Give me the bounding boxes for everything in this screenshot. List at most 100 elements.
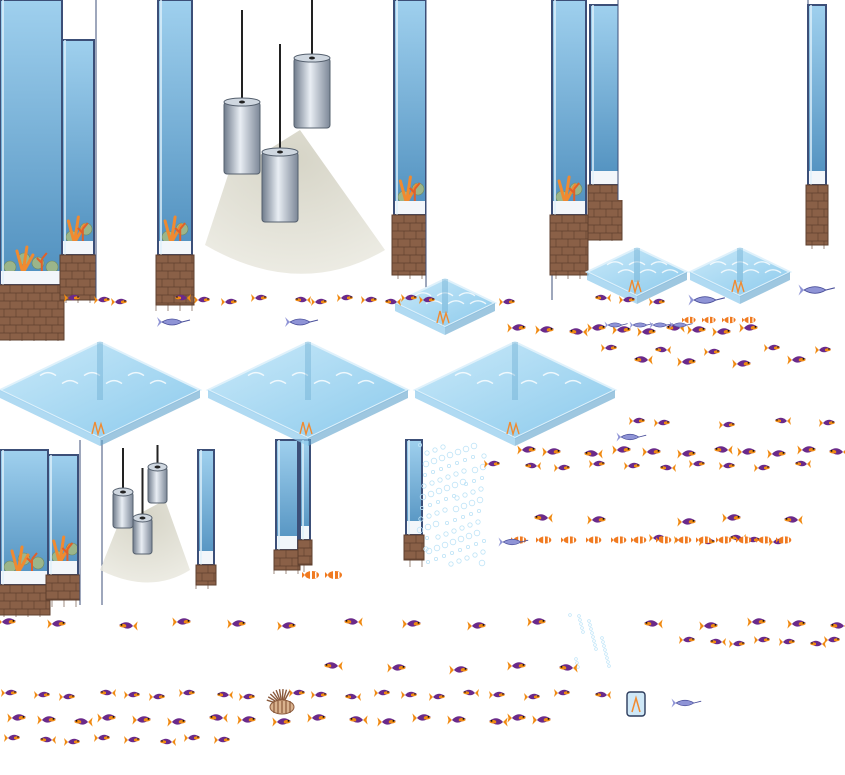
aquarium-tall-tank — [391, 0, 429, 279]
clownfish-icon — [676, 536, 692, 544]
clownfish-icon — [682, 316, 696, 324]
fish-icon — [132, 715, 151, 725]
aquarium-pillar — [425, 0, 553, 300]
fish-icon — [535, 325, 554, 335]
fish-icon — [1, 689, 17, 697]
fish-icon — [704, 348, 720, 356]
fish-icon — [787, 355, 806, 365]
fish-icon — [94, 734, 110, 742]
fish-icon — [447, 715, 466, 725]
fish-icon — [34, 691, 50, 699]
clownfish-icon — [302, 571, 319, 579]
pendant-lamp — [223, 10, 261, 175]
pendant-lamp — [147, 445, 168, 504]
fish-icon — [719, 462, 735, 470]
swordfish-icon — [671, 698, 702, 708]
fish-icon — [747, 617, 766, 627]
water-floor-tile — [205, 340, 411, 446]
fish-icon — [637, 327, 656, 337]
fish-icon — [160, 738, 176, 746]
fish-icon — [739, 323, 758, 333]
clownfish-icon — [536, 536, 552, 544]
fish-icon — [377, 717, 396, 727]
fish-icon — [754, 636, 770, 644]
clownfish-icon — [722, 316, 736, 324]
fish-icon — [175, 294, 191, 302]
fish-icon — [584, 449, 603, 459]
bubbles-layer — [416, 442, 611, 669]
clownfish-icon — [742, 316, 756, 324]
fish-icon — [337, 294, 353, 302]
clownfish-icon — [561, 536, 577, 544]
aquarium-tank-narrow — [195, 449, 217, 589]
fish-icon — [251, 294, 267, 302]
fish-icon — [815, 346, 831, 354]
fish-icon — [655, 346, 671, 354]
fish-icon — [119, 621, 138, 631]
swordfish-icon — [616, 432, 647, 442]
fish-icon — [569, 327, 588, 337]
water-floor-tile — [412, 340, 618, 446]
fish-icon — [295, 296, 311, 304]
aquarium-tall-tank — [59, 39, 97, 303]
swordfish-icon — [498, 537, 529, 547]
fish-icon — [729, 640, 745, 648]
fish-icon — [64, 294, 80, 302]
fish-icon — [507, 661, 526, 671]
fish-icon — [227, 619, 246, 629]
fish-icon — [612, 325, 631, 335]
water-floor-tile — [392, 277, 498, 335]
fish-icon — [824, 636, 840, 644]
swordfish-icon — [285, 317, 319, 327]
fish-icon — [775, 417, 791, 425]
fish-icon — [712, 327, 731, 337]
fish-icon — [654, 419, 670, 427]
fish-icon — [401, 691, 417, 699]
clownfish-icon — [702, 316, 716, 324]
fish-icon — [534, 513, 553, 523]
fish-icon — [612, 445, 631, 455]
fish-icon — [619, 296, 635, 304]
fish-icon — [37, 715, 56, 725]
fish-icon — [677, 357, 696, 367]
bubbles — [416, 442, 487, 567]
fish-icon — [737, 447, 756, 457]
fish-icon — [764, 344, 780, 352]
aquarium-pillar — [79, 440, 103, 605]
fish-icon — [484, 460, 500, 468]
fish-icon — [449, 665, 468, 675]
fish-icon — [634, 355, 653, 365]
aquarium-pillar — [617, 0, 809, 200]
fish-icon — [829, 448, 845, 455]
fish-sprites-layer — [0, 284, 845, 746]
fish-icon — [679, 636, 695, 644]
swordfish-icon — [629, 321, 653, 329]
fish-icon — [810, 640, 826, 648]
fish-icon — [689, 460, 705, 468]
fish-icon — [59, 693, 75, 701]
fish-icon — [111, 298, 127, 306]
fish-icon — [795, 460, 811, 468]
aquarium-tall-tank — [45, 454, 81, 607]
aquarium-tank-narrow — [587, 4, 623, 241]
fish-icon — [463, 689, 479, 697]
pendant-lamp — [112, 448, 134, 529]
fish-icon — [124, 691, 140, 699]
pendant-lamp — [293, 0, 331, 129]
aquarium-tank-narrow — [805, 4, 829, 249]
fish-icon — [649, 298, 665, 306]
fish-icon — [830, 622, 845, 629]
fish-icon — [489, 717, 508, 727]
fish-icon — [311, 298, 327, 306]
fish-icon — [767, 449, 786, 459]
fish-icon — [239, 693, 255, 701]
fish-icon — [184, 734, 200, 742]
pendant-lamp — [132, 468, 153, 555]
fish-icon — [100, 689, 116, 697]
fish-icon — [94, 296, 110, 304]
aquarium-tank-narrow — [297, 439, 313, 572]
fish-icon — [311, 691, 327, 699]
fish-icon — [595, 294, 611, 302]
clownfish-icon — [325, 571, 342, 579]
fish-icon — [194, 296, 210, 304]
